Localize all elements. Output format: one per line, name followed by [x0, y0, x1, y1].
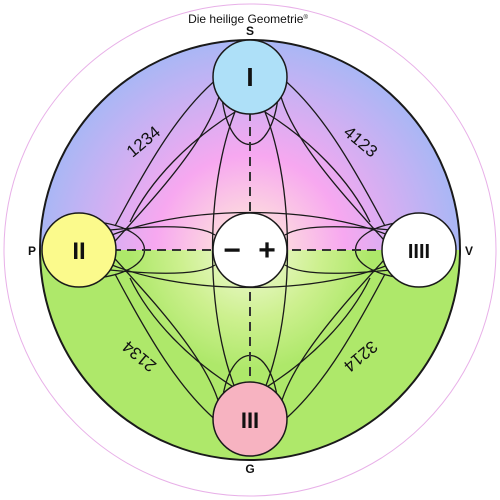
arc-bottom-right-inner: [264, 277, 371, 389]
link-right-lower: [284, 264, 391, 274]
arc-bottom-right-outer: [281, 273, 386, 423]
arc-bottom-left-inner: [129, 277, 236, 389]
node-top-label: I: [246, 62, 253, 92]
title-text: Die heilige Geometrie®: [188, 12, 308, 26]
link-right-upper: [284, 226, 391, 236]
node-left: II: [41, 212, 117, 288]
node-right-label: IIII: [408, 241, 430, 263]
center-plus: +: [258, 234, 276, 267]
pole-bottom: G: [245, 462, 254, 476]
link-left-upper: [109, 226, 216, 236]
title-main: Die heilige Geometrie: [188, 12, 304, 26]
node-right: IIII: [381, 212, 457, 288]
pole-right: V: [465, 244, 473, 258]
arc-top-left-inner: [129, 111, 236, 223]
arc-top-left-outer: [114, 77, 219, 227]
center-node: − +: [212, 212, 288, 288]
center-minus: −: [223, 234, 241, 267]
node-bottom-label: III: [241, 408, 259, 433]
link-left-lower: [109, 264, 216, 274]
arc-bottom-left-outer: [114, 273, 219, 423]
node-left-label: II: [72, 238, 85, 265]
arc-top-right-outer: [281, 77, 386, 227]
node-bottom: III: [212, 381, 288, 457]
title-mark: ®: [303, 14, 308, 21]
pole-left: P: [28, 244, 36, 258]
outer-ring: [3, 3, 497, 497]
arc-top-right-inner: [264, 111, 371, 223]
pole-top: S: [246, 24, 254, 38]
node-top: I: [212, 39, 288, 115]
